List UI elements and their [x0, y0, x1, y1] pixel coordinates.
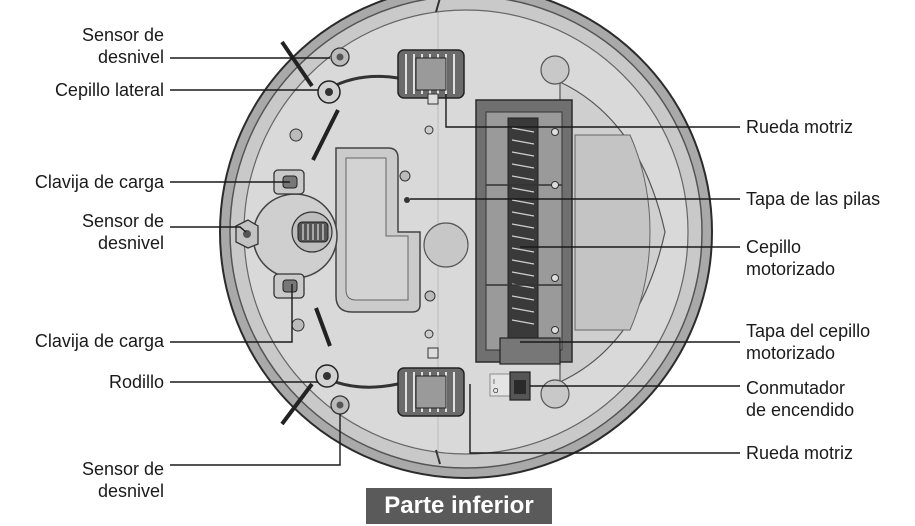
center-boss: [423, 222, 469, 268]
brush-side-panel: [540, 55, 666, 409]
cliff-sensor-bottom: [330, 395, 350, 415]
label-main-brush-line1: Cepillo: [746, 237, 802, 257]
drive-wheel-top: [397, 49, 465, 105]
label-drive-wheel-bottom: Rueda motriz: [746, 443, 854, 463]
cliff-sensor-mid: [235, 219, 259, 249]
label-cliff-sensor-top-line2: desnivel: [97, 47, 164, 67]
label-main-brush-line2: motorizado: [746, 259, 836, 279]
label-charging-pin-bottom: Clavija de carga: [34, 331, 164, 351]
label-brush-cover-line2: motorizado: [746, 343, 836, 363]
label-cliff-sensor-bottom-line1: Sensor de: [81, 459, 164, 479]
battery-cover: [335, 147, 436, 313]
leader-lines: [170, 57, 740, 466]
power-switch: I O: [489, 371, 531, 401]
label-brush-cover: Tapa del cepillo motorizado: [746, 320, 870, 364]
charging-pin-bottom: [273, 273, 305, 299]
label-main-brush: Cepillo motorizado: [746, 236, 835, 280]
svg-text:O: O: [493, 388, 499, 395]
label-side-brush: Cepillo lateral: [54, 80, 164, 100]
label-battery-cover: Tapa de las pilas: [746, 189, 881, 209]
label-cliff-sensor-mid: Sensor de desnivel: [0, 210, 164, 254]
power-switch-marks: I: [493, 379, 495, 386]
label-cliff-sensor-bottom: Sensor de desnivel: [0, 458, 164, 502]
label-cliff-sensor-mid-line2: desnivel: [97, 233, 164, 253]
label-brush-cover-line1: Tapa del cepillo: [746, 321, 871, 341]
label-charging-pin-top: Clavija de carga: [34, 172, 164, 192]
label-cliff-sensor-mid-line1: Sensor de: [81, 211, 164, 231]
label-cliff-sensor-top: Sensor de desnivel: [0, 24, 164, 68]
front-caster: [252, 193, 338, 279]
label-power-switch: Conmutador de encendido: [746, 377, 854, 421]
label-power-switch-line2: de encendido: [746, 400, 855, 420]
side-brush-bottom: [280, 307, 399, 426]
label-cliff-sensor-top-line1: Sensor de: [81, 25, 164, 45]
label-drive-wheel-top: Rueda motriz: [746, 117, 854, 137]
side-brush-top: [280, 40, 399, 161]
label-cliff-sensor-bottom-line2: desnivel: [97, 481, 164, 501]
caption-underside: Parte inferior: [366, 488, 552, 524]
label-roller: Rodillo: [108, 372, 164, 392]
cliff-sensor-top: [330, 47, 350, 67]
label-power-switch-line1: Conmutador: [746, 378, 846, 398]
drive-wheel-bottom: [397, 347, 465, 417]
main-brush-housing: [475, 99, 573, 365]
